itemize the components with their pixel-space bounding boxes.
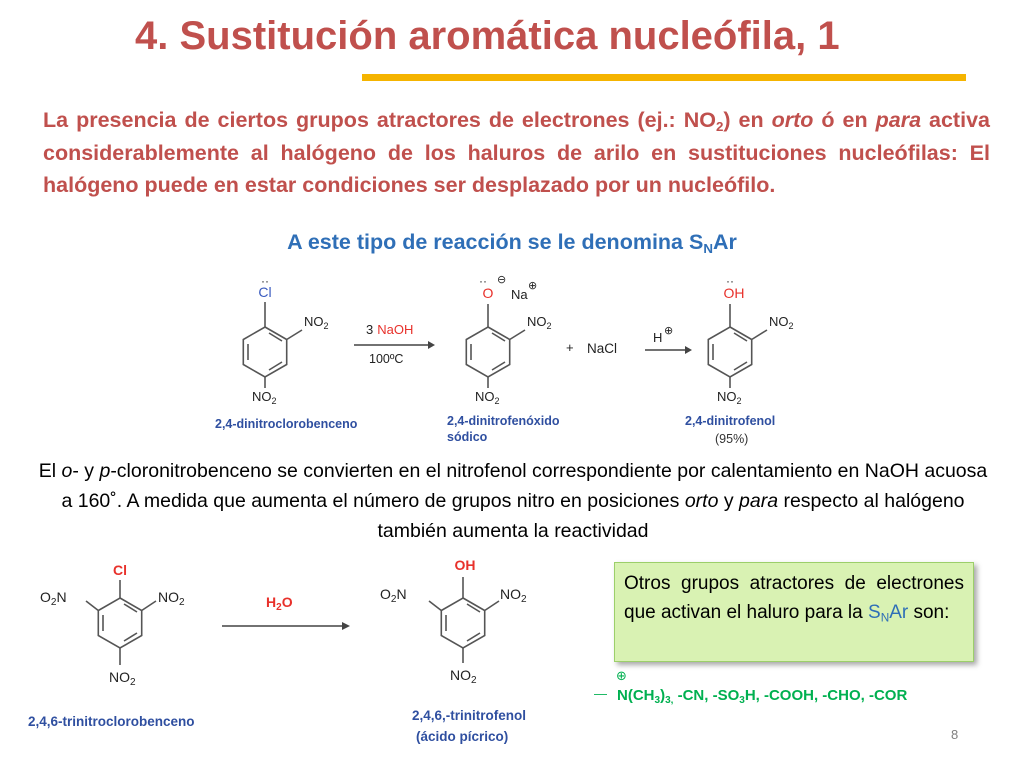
- snar-definition-line: A este tipo de reacción se le denomina S…: [0, 230, 1024, 255]
- para2-text-b: - y: [72, 460, 100, 482]
- groups-text: N(CH3)3, -CN, -SO3H, -COOH, -CHO, -COR: [617, 687, 907, 706]
- callout-snar: SNAr: [868, 602, 909, 625]
- activating-groups-callout: Otros grupos atractores de electrones qu…: [614, 562, 974, 662]
- intermediate-oxide-charge: ⊖: [497, 274, 506, 286]
- trinitro-arrow-head: [342, 622, 350, 630]
- para2-em-orto: orto: [684, 490, 719, 512]
- trinitro-product-no2-bottom: NO2: [450, 667, 477, 686]
- intro-paragraph: La presencia de ciertos grupos atractore…: [43, 104, 990, 202]
- reactant-no2-top: NO2: [304, 314, 329, 331]
- intermediate-no2-bottom: NO2: [475, 389, 500, 406]
- intermediate-lone-pair: ··: [479, 274, 487, 288]
- trinitro-product-ring: [428, 577, 500, 663]
- callout-text: Otros grupos atractores de electrones qu…: [624, 573, 964, 623]
- product-yield: (95%): [715, 432, 748, 446]
- intermediate-no2-top: NO2: [527, 314, 552, 331]
- reaction-arrow-1-head: [428, 341, 435, 349]
- product-name: 2,4-dinitrofenol: [685, 414, 775, 428]
- intro-para: para: [875, 108, 922, 132]
- product-benzene-ring: [707, 304, 768, 388]
- groups-dash: —: [594, 686, 607, 701]
- trinitro-reactant-no2-bottom: NO2: [109, 669, 136, 688]
- activating-groups-list: ⊕ — N(CH3)3, -CN, -SO3H, -COOH, -CHO, -C…: [594, 668, 907, 706]
- product-lone-pair: ··: [726, 274, 734, 288]
- reaction-arrow-2-head: [685, 346, 692, 354]
- trinitro-reactant-ring: [85, 580, 157, 665]
- intro-no2-subscript: 2: [715, 118, 724, 134]
- intro-text-4: activa considerablemente al halógeno de …: [43, 108, 990, 197]
- intermediate-o-atom: O: [483, 285, 494, 301]
- callout-tail: son:: [908, 602, 950, 623]
- intro-orto: orto: [771, 108, 814, 132]
- para2-text-e: respecto al halógeno también aumenta la …: [377, 490, 965, 542]
- reactant-name: 2,4-dinitroclorobenceno: [215, 417, 358, 431]
- trinitro-reactant-no2-left: O2N: [40, 589, 67, 608]
- ammonium-charge: ⊕: [616, 668, 627, 683]
- para2-em-p: p: [99, 460, 111, 482]
- para2-text-d: y: [718, 490, 740, 512]
- trinitro-arrow-reagent: H2O: [266, 594, 293, 613]
- intermediate-name-line1: 2,4-dinitrofenóxido: [447, 414, 560, 428]
- para2-em-para: para: [739, 490, 779, 512]
- slide-title: 4. Sustitución aromática nucleófila, 1: [135, 14, 840, 58]
- arrow1-condition: 100ºC: [369, 352, 403, 366]
- trinitro-reactant-name: 2,4,6-trinitroclorobenceno: [28, 714, 195, 729]
- product-no2-bottom: NO2: [717, 389, 742, 406]
- product-no2-top: NO2: [769, 314, 794, 331]
- intro-text-3: ó en: [813, 108, 876, 132]
- trinitro-reactant-no2-right: NO2: [158, 589, 185, 608]
- para2-text-c: -cloronitrobenceno se convierten en el n…: [61, 460, 988, 512]
- snar-line-after: Ar: [712, 230, 737, 254]
- intermediate-na-counterion: Na: [511, 287, 528, 302]
- plus-sign: +: [566, 340, 574, 355]
- para2-em-o: o: [61, 460, 73, 482]
- reactant-cl-atom: Cl: [258, 284, 271, 300]
- trinitro-reactant-cl: Cl: [113, 562, 127, 578]
- arrow2-reagent-h: H: [653, 330, 662, 345]
- snar-line-subscript: N: [703, 240, 713, 256]
- reactant-no2-bottom: NO2: [252, 389, 277, 406]
- reactant-lone-pair: ··: [261, 274, 269, 288]
- intro-text-2: ) en: [723, 108, 772, 132]
- arrow2-reagent-charge: ⊕: [664, 325, 673, 337]
- intermediate-benzene-ring: [465, 304, 526, 388]
- slide-number: 8: [951, 727, 959, 742]
- reactant-benzene-ring: [242, 302, 303, 388]
- intermediate-na-charge: ⊕: [528, 280, 537, 292]
- trinitro-product-name-line1: 2,4,6,-trinitrofenol: [412, 708, 526, 723]
- byproduct-nacl: NaCl: [587, 341, 617, 356]
- trinitro-product-no2-right: NO2: [500, 586, 527, 605]
- product-oh-group: OH: [724, 285, 745, 301]
- cloronitrobenceno-paragraph: El o- y p-cloronitrobenceno se convierte…: [35, 456, 991, 546]
- intro-text-1: La presencia de ciertos grupos atractore…: [43, 108, 716, 132]
- snar-line-text: A este tipo de reacción se le denomina S: [287, 230, 704, 254]
- para2-text-a: El: [38, 460, 62, 482]
- reaction-scheme-trinitro: Cl O2N NO2 NO2 2,4,6-trinitroclorobencen…: [28, 557, 527, 744]
- trinitro-product-no2-left: O2N: [380, 586, 407, 605]
- trinitro-product-name-line2: (ácido pícrico): [416, 729, 508, 744]
- intermediate-name-line2: sódico: [447, 430, 488, 444]
- title-underline-bar: [362, 74, 966, 81]
- trinitro-product-oh: OH: [455, 557, 476, 573]
